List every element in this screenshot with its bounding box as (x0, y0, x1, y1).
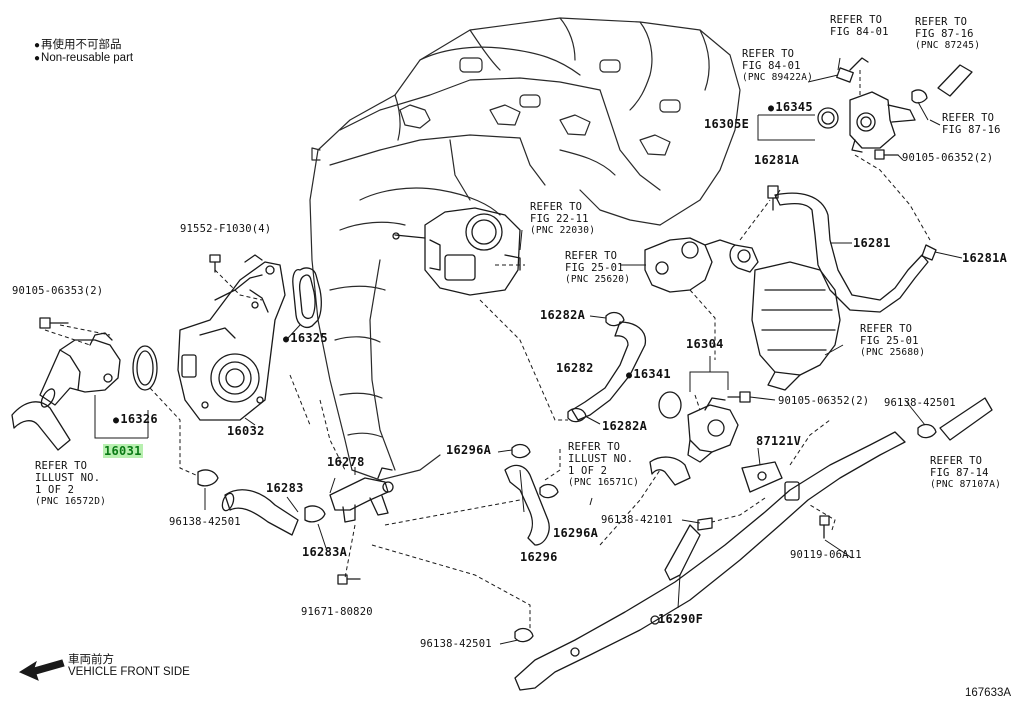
part-16305E[interactable]: 16305E (704, 117, 750, 131)
part-16326[interactable]: 16326 (113, 413, 158, 427)
part-96138-42501-left[interactable]: 96138-42501 (169, 516, 241, 528)
part-16031-highlight[interactable]: 16031 (103, 444, 143, 458)
ref-fig-84-01-top[interactable]: REFER TO FIG 84-01 (830, 14, 889, 38)
water-bypass-16304 (687, 397, 739, 463)
hose-stub-left (11, 401, 71, 451)
dashed-leaders (44, 70, 931, 630)
part-16283[interactable]: 16283 (266, 481, 304, 495)
hose-16282 (571, 321, 647, 421)
ref-fig-87-16-right[interactable]: REFER TO FIG 87-16 (942, 112, 1001, 136)
clamp-96138-right (917, 423, 937, 439)
part-16281[interactable]: 16281 (853, 236, 891, 250)
clamp-16281A-top (767, 185, 779, 211)
connector-84-01 (836, 57, 869, 83)
bolt-91552 (209, 254, 221, 273)
legend-en: Non-reusable part (34, 52, 133, 65)
part-90105-06352-top[interactable]: 90105-06352(2) (902, 152, 994, 164)
direction-jp: 車両前方 (68, 654, 114, 666)
vehicle-front-arrow (18, 659, 65, 681)
throttle-body-drawing (392, 207, 521, 296)
hose-87-16-top (937, 64, 973, 97)
ref-illust-left[interactable]: REFER TO ILLUST NO. 1 OF 2 (PNC 16572D) (35, 460, 107, 507)
gasket-16345 (817, 107, 839, 129)
part-91552-F1030[interactable]: 91552-F1030(4) (180, 223, 272, 235)
water-inlet-16031 (39, 332, 121, 408)
gasket-16326 (132, 345, 158, 391)
part-16345[interactable]: 16345 (768, 101, 813, 115)
part-90105-06352-mid[interactable]: 90105-06352(2) (778, 395, 870, 407)
direction-en: VEHICLE FRONT SIDE (68, 666, 190, 678)
part-16031[interactable]: 16031 (103, 444, 143, 458)
clamp-96138-42101 (697, 517, 713, 531)
clamp-16283A (304, 505, 326, 523)
ref-fig-84-01-left[interactable]: REFER TO FIG 84-01 (PNC 89422A) (742, 48, 814, 83)
ref-fig-25-01-center[interactable]: REFER TO FIG 25-01 (PNC 25620) (565, 250, 631, 285)
water-outlet-16305E (849, 91, 916, 153)
clamp-16282A-top (605, 311, 625, 327)
vehicle-front-label: 車両前方 VEHICLE FRONT SIDE (68, 654, 190, 678)
gasket-16341 (658, 391, 682, 419)
part-16032[interactable]: 16032 (227, 424, 265, 438)
gasket-16325 (292, 267, 322, 329)
part-90105-06353[interactable]: 90105-06353(2) (12, 285, 104, 297)
water-outlet-housing-16032 (177, 254, 286, 421)
ref-fig-87-16-top[interactable]: REFER TO FIG 87-16 (PNC 87245) (915, 16, 981, 51)
bracket-87121V (741, 461, 783, 493)
bolt-90105-06352-mid (727, 391, 751, 403)
part-16282A-top[interactable]: 16282A (540, 308, 586, 322)
part-16281A-top[interactable]: 16281A (754, 153, 800, 167)
bolt-90105-06353 (39, 317, 69, 329)
part-16278[interactable]: 16278 (327, 455, 365, 469)
part-90119-06A11[interactable]: 90119-06A11 (790, 549, 862, 561)
ref-fig-25-01-right[interactable]: REFER TO FIG 25-01 (PNC 25680) (860, 323, 926, 358)
hose-stub-mid (649, 456, 691, 486)
clamp-16282A-bottom (567, 407, 587, 423)
clamp-96138-bottom (514, 627, 534, 643)
part-16290F[interactable]: 16290F (658, 612, 704, 626)
clamp-96138-left (197, 469, 219, 487)
part-16281A-right[interactable]: 16281A (962, 251, 1008, 265)
bolt-90119 (819, 515, 830, 539)
bolt-90105-06352-top (874, 149, 899, 160)
clamp-16296A-top (511, 443, 531, 459)
part-16325[interactable]: 16325 (283, 332, 328, 346)
part-96138-42501-bottom[interactable]: 96138-42501 (420, 638, 492, 650)
engine-block-outline (309, 17, 741, 481)
part-16282[interactable]: 16282 (556, 361, 594, 375)
ref-fig-22-11[interactable]: REFER TO FIG 22-11 (PNC 22030) (530, 201, 596, 236)
hose-16281 (774, 192, 929, 313)
hose-87-14 (939, 397, 993, 441)
clamp-16296A-bottom (539, 483, 559, 499)
part-16296[interactable]: 16296 (520, 550, 558, 564)
part-16304[interactable]: 16304 (686, 337, 724, 351)
ref-illust-mid[interactable]: REFER TO ILLUST NO. 1 OF 2 (PNC 16571C) (568, 441, 640, 488)
part-96138-42101[interactable]: 96138-42101 (601, 514, 673, 526)
ref-fig-87-14[interactable]: REFER TO FIG 87-14 (PNC 87107A) (930, 455, 1002, 490)
legend: 再使用不可部品 Non-reusable part (34, 39, 133, 65)
egr-fitting-center (644, 237, 736, 293)
egr-cooler-assembly (729, 244, 841, 391)
hose-16283 (221, 489, 299, 536)
part-87121V[interactable]: 87121V (756, 434, 802, 448)
part-96138-42501-right[interactable]: 96138-42501 (884, 397, 956, 409)
part-16296A-top[interactable]: 16296A (446, 443, 492, 457)
hose-16296 (504, 464, 550, 546)
part-16296A-bottom[interactable]: 16296A (553, 526, 599, 540)
water-pipe-16278 (329, 467, 394, 523)
clamp-16281A-right (921, 244, 937, 261)
part-16341[interactable]: 16341 (626, 368, 671, 382)
legend-jp: 再使用不可部品 (34, 39, 133, 52)
part-16283A[interactable]: 16283A (302, 545, 348, 559)
bolt-91671 (337, 574, 361, 585)
figure-id: 167633A (965, 687, 1012, 699)
part-91671-80820[interactable]: 91671-80820 (301, 606, 373, 618)
water-pipe-16290F (514, 431, 906, 691)
part-16282A-bottom[interactable]: 16282A (602, 419, 648, 433)
